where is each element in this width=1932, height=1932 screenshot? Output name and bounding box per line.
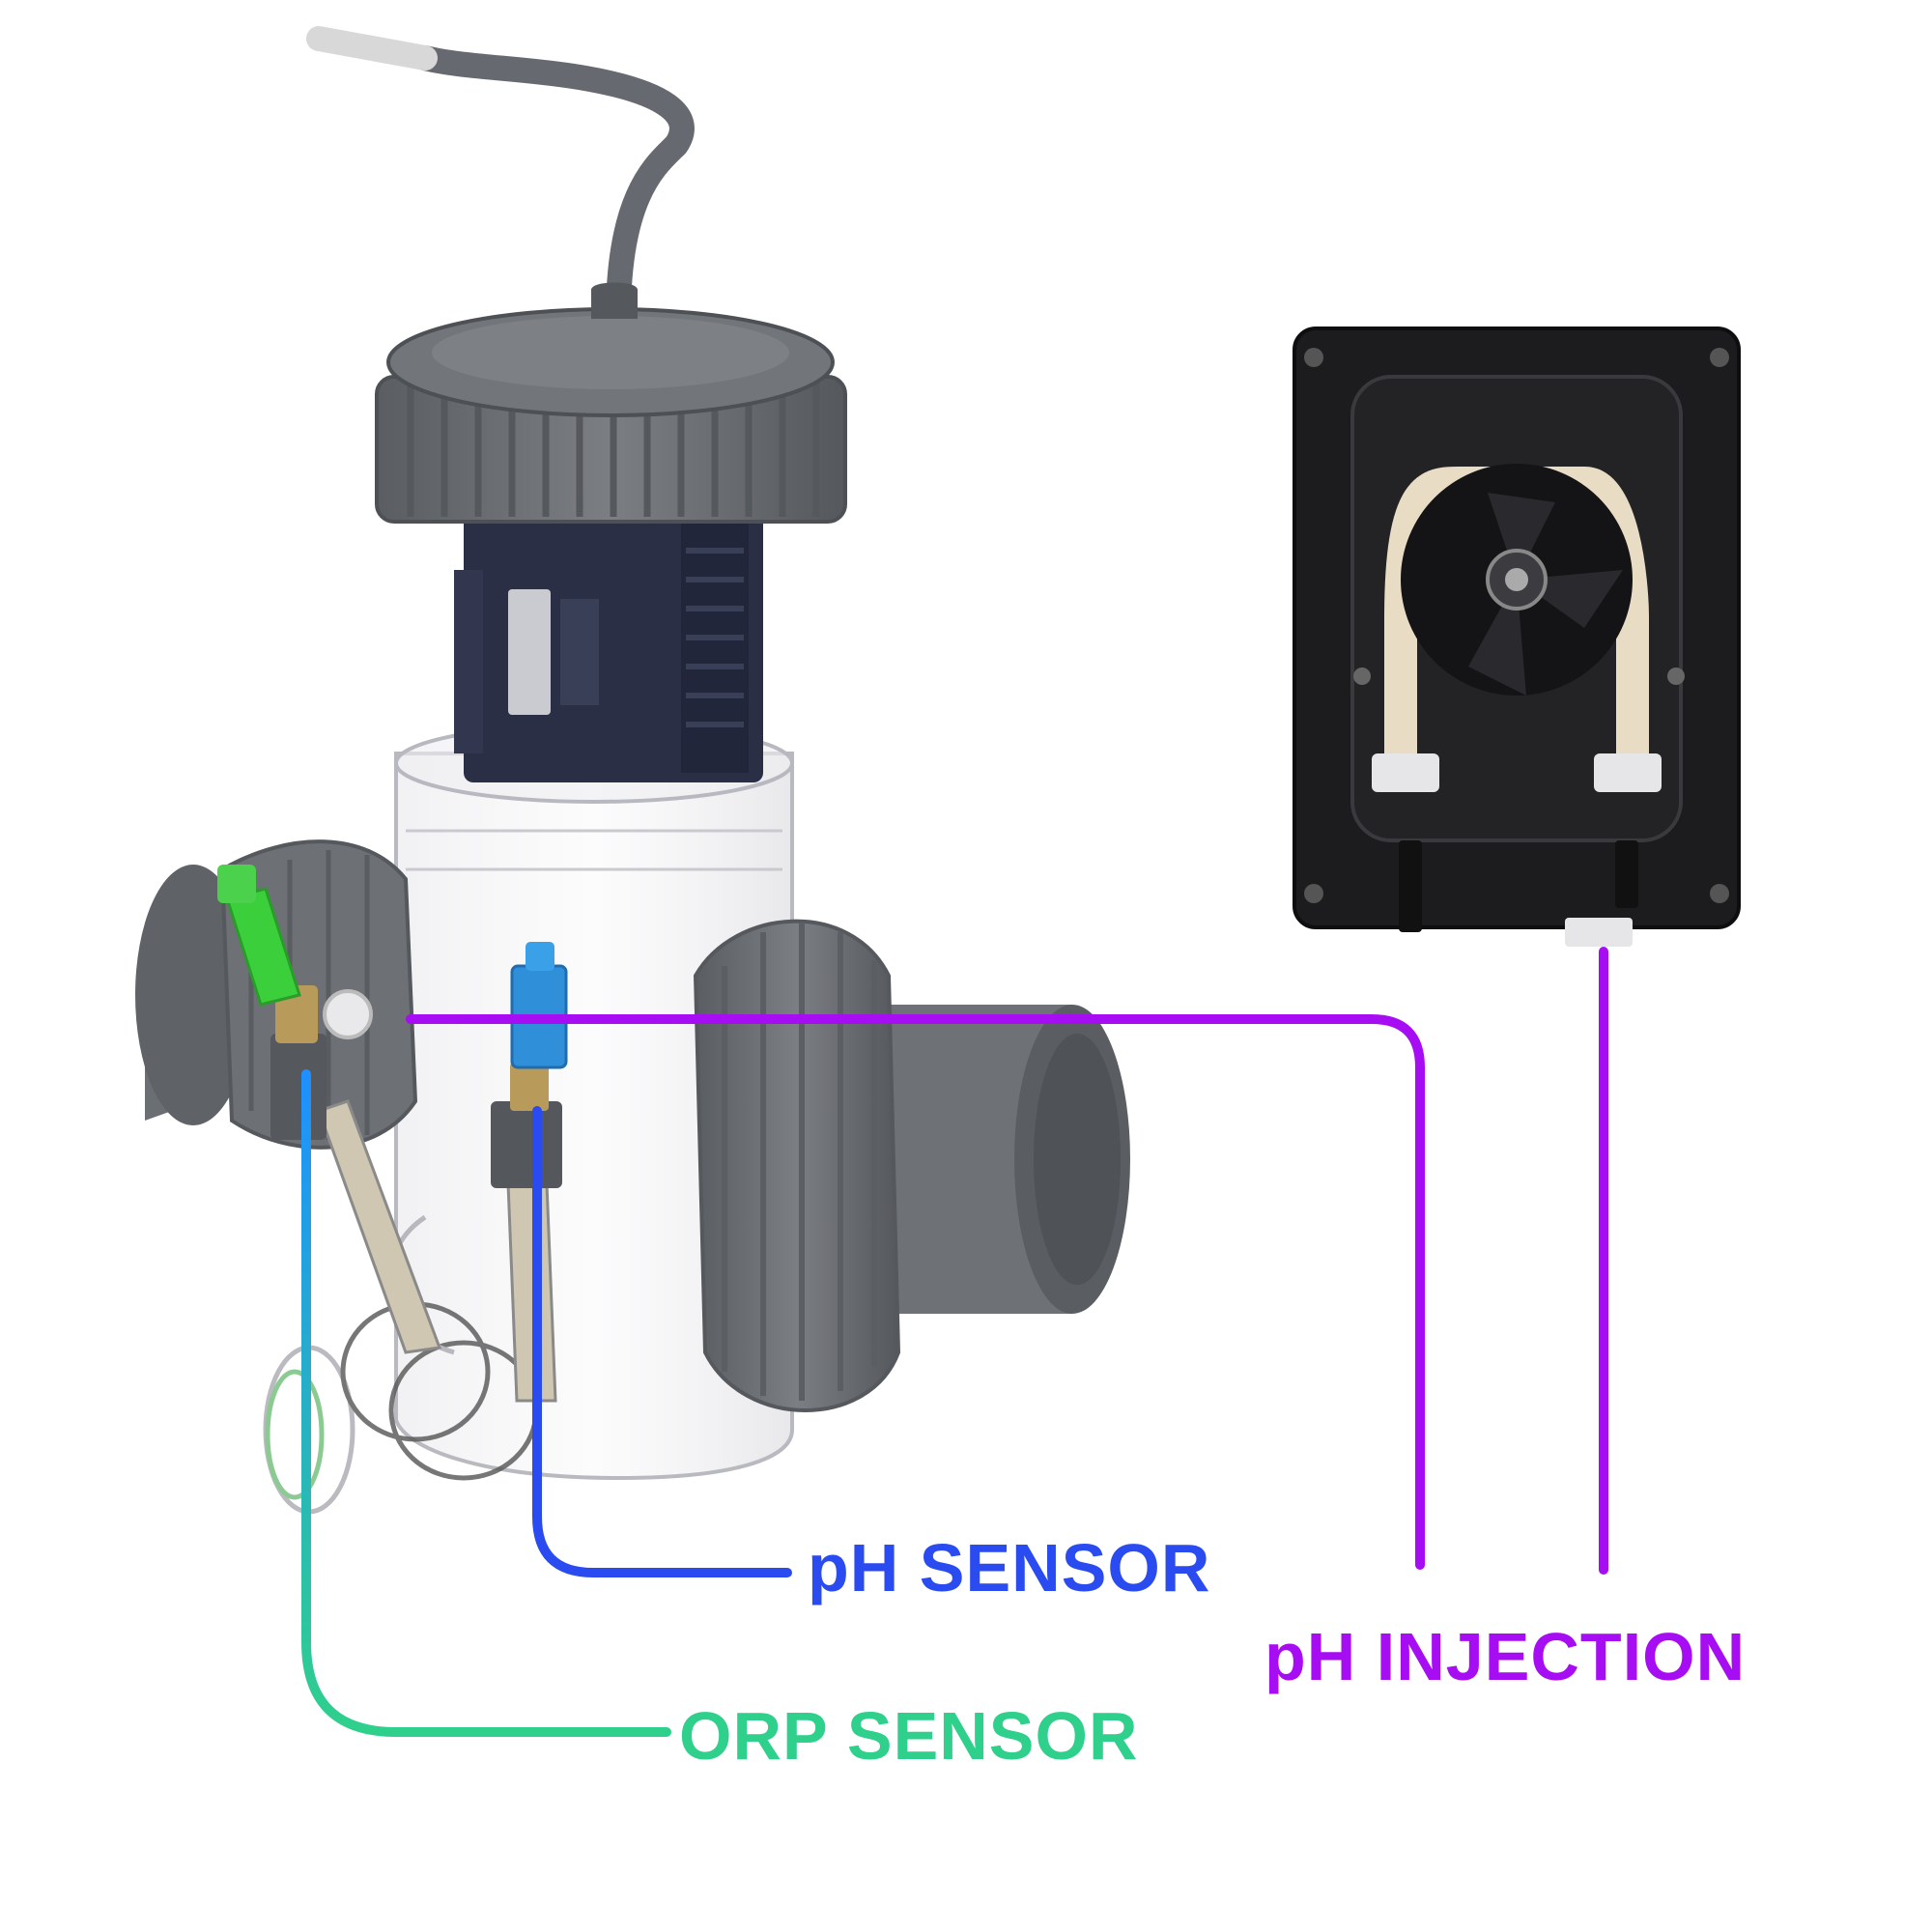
leader-lines <box>301 947 1608 1737</box>
orp-probe <box>217 865 442 1354</box>
orp-leader-line <box>301 1069 671 1737</box>
orp-sensor-label: ORP SENSOR <box>679 1698 1139 1774</box>
right-union-pipe <box>693 919 1130 1412</box>
electronics-module <box>454 502 763 782</box>
power-cable <box>412 45 695 331</box>
ph-probe <box>491 942 568 1403</box>
ph-sensor-label: pH SENSOR <box>808 1530 1211 1605</box>
ph-sensor-leader-line <box>532 1106 792 1577</box>
clear-housing <box>394 752 794 1481</box>
threaded-cap <box>375 282 847 524</box>
pump-illustration <box>1293 327 1741 947</box>
cell-illustration <box>135 26 1130 1515</box>
ph-injection-leader-line <box>406 1014 1425 1570</box>
ph-injection-label: pH INJECTION <box>1264 1619 1747 1694</box>
